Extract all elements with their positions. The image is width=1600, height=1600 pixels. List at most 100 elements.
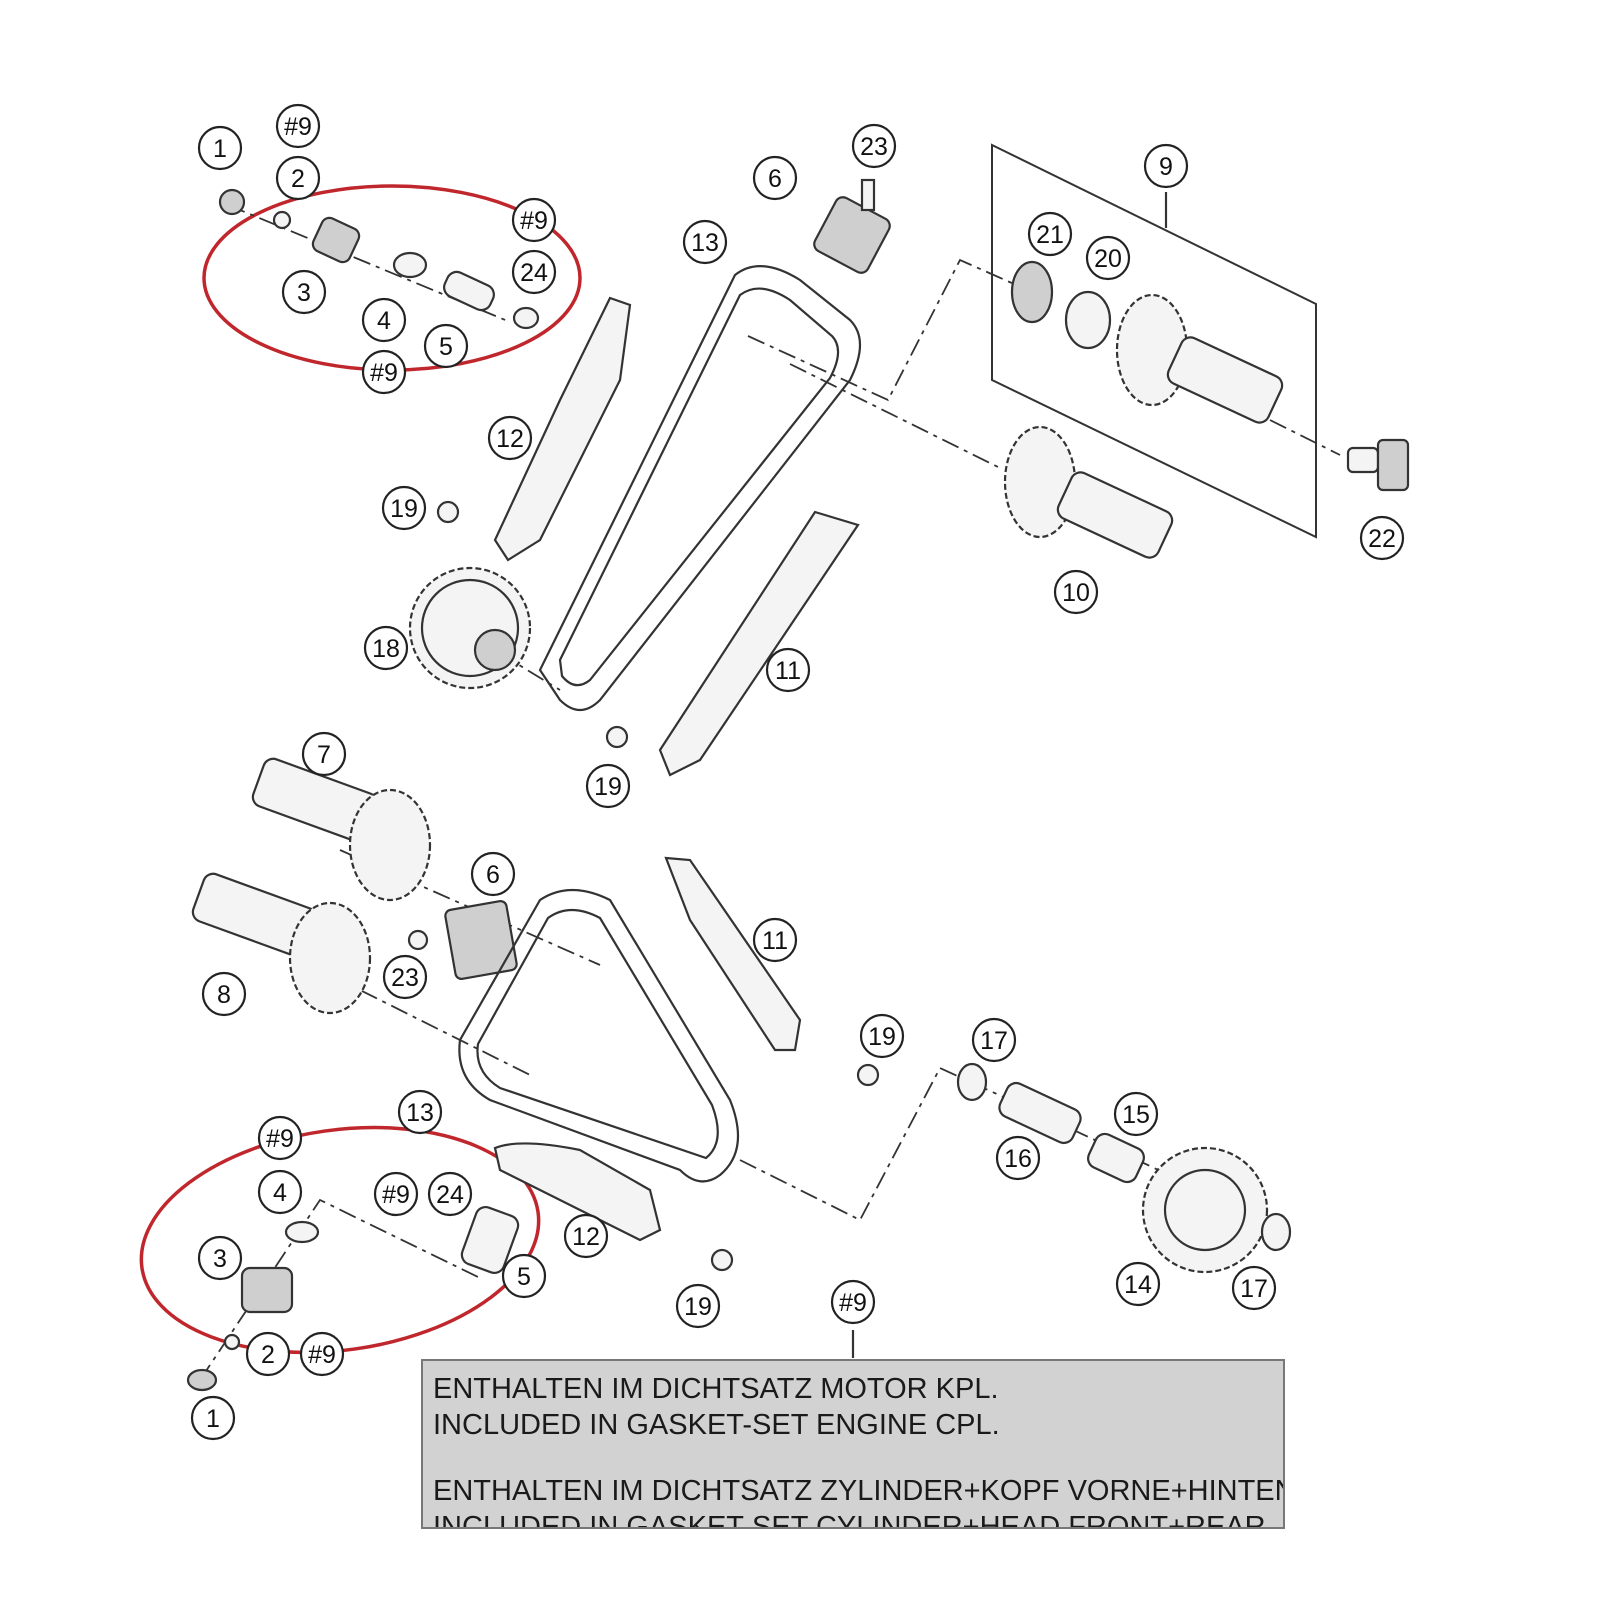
callout-label: 13 [691,229,719,257]
callout-circle [373,1171,419,1217]
tensioner-housing-3b [240,1266,294,1314]
callout-label: 13 [406,1099,434,1127]
callout-circle [257,1115,303,1161]
callout-label: 17 [1240,1275,1268,1303]
callout-circle [830,1279,876,1325]
bolt-19a [436,500,460,524]
callout-label: #9 [839,1289,867,1317]
ring-24a [512,306,540,330]
callout-circle [363,625,409,671]
callout-circle [511,197,557,243]
plunger-5b [460,1206,520,1274]
callout-circle [752,917,798,963]
callout-circle [1113,1091,1159,1137]
callout-label: 12 [572,1223,600,1251]
callout-label: 1 [206,1405,220,1433]
callout-6a: 6 [752,155,798,201]
callout-circle [1359,515,1405,561]
callout-circle [1231,1265,1277,1311]
gear-21 [1010,260,1054,324]
callout-circle [1085,235,1131,281]
callout-circle [1115,1261,1161,1307]
callout-3b: 3 [197,1235,243,1281]
note-line-3: ENTHALTEN IM DICHTSATZ ZYLINDER+KOPF VOR… [433,1475,1285,1507]
callout-1b: 1 [190,1395,236,1441]
callout-23a: 23 [851,123,897,169]
callout-label: 6 [768,165,782,193]
washer-2a [272,210,292,230]
callout-19a: 19 [381,485,427,531]
washer-2b [223,1333,241,1351]
callout-label: 12 [496,425,524,453]
camshaft-set-frame [991,143,1317,539]
seal-plug-1b [186,1368,218,1392]
callout-circle [397,1089,443,1135]
callout-9a: #9 [275,103,321,149]
plunger-5a [443,270,495,312]
callout-label: #9 [382,1181,410,1209]
upper-guide-rail-11 [658,510,860,777]
tensioner-housing-3a [311,216,361,264]
callout-label: 7 [317,741,331,769]
callout-19c: 19 [859,1013,905,1059]
upper-guide-rail-12 [493,296,632,562]
callout-24a: 24 [511,249,557,295]
upper-tensioner-assembly [218,188,540,330]
callout-circle [361,297,407,343]
sensor-22 [1346,438,1410,492]
callout-17b: 17 [1231,1265,1277,1311]
callout-circle [511,249,557,295]
callout-label: 19 [868,1023,896,1051]
camshaft-9 [1010,260,1284,424]
callout-label: 22 [1368,525,1396,553]
callout-label: 23 [860,133,888,161]
note-line-1: ENTHALTEN IM DICHTSATZ MOTOR KPL. [433,1373,999,1405]
callout-label: 11 [762,927,788,955]
bolt-19d [710,1248,734,1272]
callout-label: 1 [213,135,227,163]
callout-9c: #9 [361,349,407,395]
bolt-19b [605,725,629,749]
callout-label: 20 [1094,245,1122,273]
callout-label: 19 [390,495,418,523]
callout-23b: 23 [382,954,428,1000]
note-box: ENTHALTEN IM DICHTSATZ MOTOR KPL. INCLUD… [421,1359,1285,1529]
lower-guide-rail-11 [664,856,802,1052]
bolt-23b [407,929,429,951]
callout-circle [382,954,428,1000]
callout-circle [275,103,321,149]
callout-5a: 5 [423,323,469,369]
upper-timing-chain-13 [538,265,861,712]
seal-plug-1a [218,188,246,216]
callout-13a: 13 [682,219,728,265]
callout-label: 4 [377,307,391,335]
callout-18: 18 [363,625,409,671]
callout-label: 24 [520,259,548,287]
callout-9g: #9 [299,1331,345,1377]
callout-label: 21 [1036,221,1064,249]
callout-9f: #9 [830,1279,876,1325]
callout-5b: 5 [501,1253,547,1299]
callout-circle [971,1017,1017,1063]
callout-label: 6 [486,861,500,889]
callout-label: 19 [684,1293,712,1321]
callout-13b: 13 [397,1089,443,1135]
callout-label: 2 [261,1341,275,1369]
upper-timing-chain-13-inner [558,287,840,687]
bushing-15 [1087,1132,1145,1184]
callout-14: 14 [1115,1261,1161,1307]
callout-label: 23 [391,964,419,992]
callout-8: 8 [201,971,247,1017]
callout-15: 15 [1113,1091,1159,1137]
callout-circle [1143,143,1189,189]
callout-circle [299,1331,345,1377]
callout-3a: 3 [281,269,327,315]
callout-label: 3 [297,279,311,307]
callout-circle [487,415,533,461]
callout-label: 3 [213,1245,227,1273]
callout-circle [381,485,427,531]
washer-17b [1260,1212,1292,1252]
callout-label: 18 [372,635,400,663]
callout-circle [563,1213,609,1259]
